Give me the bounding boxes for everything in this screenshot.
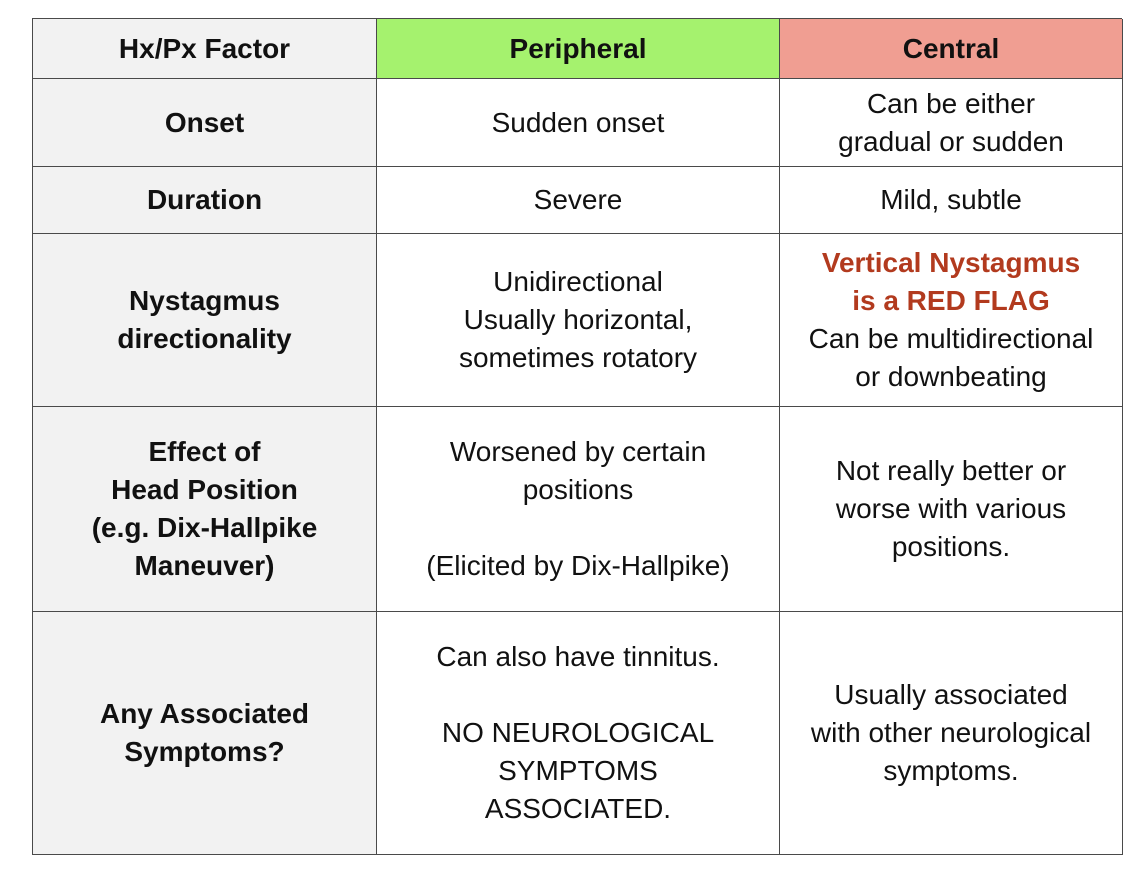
peripheral-line: positions <box>522 474 634 505</box>
peripheral-line: Worsened by certain <box>449 436 707 467</box>
central-line: worse with various <box>835 493 1067 524</box>
header-central: Central <box>780 19 1123 79</box>
factor-line: (e.g. Dix-Hallpike <box>91 512 318 543</box>
comparison-table: Hx/Px Factor Peripheral Central Onset Su… <box>32 18 1123 855</box>
central-line: symptoms. <box>883 755 1019 786</box>
central-line: with other neurological <box>810 717 1092 748</box>
central-line: Mild, subtle <box>880 184 1022 215</box>
central-line: Usually associated <box>834 679 1068 710</box>
central-line: or downbeating <box>855 361 1047 392</box>
row-onset-central: Can be either gradual or sudden <box>780 79 1123 167</box>
factor-line: Duration <box>146 184 263 215</box>
row-onset-factor: Onset <box>33 79 377 167</box>
central-line: positions. <box>891 531 1011 562</box>
row-head-position-central: Not really better or worse with various … <box>780 407 1123 612</box>
header-peripheral: Peripheral <box>377 19 780 79</box>
row-onset-peripheral: Sudden onset <box>377 79 780 167</box>
factor-line: Head Position <box>111 474 298 505</box>
row-symptoms-factor: Any Associated Symptoms? <box>33 612 377 855</box>
row-nystagmus-factor: Nystagmus directionality <box>33 234 377 407</box>
factor-line: Effect of <box>148 436 261 467</box>
central-line: Not really better or <box>835 455 1067 486</box>
peripheral-line: Can also have tinnitus. <box>436 641 720 672</box>
header-factor: Hx/Px Factor <box>33 19 377 79</box>
factor-line: Maneuver) <box>134 550 275 581</box>
red-flag-line: Vertical Nystagmus <box>821 247 1081 278</box>
factor-line: Any Associated <box>99 698 310 729</box>
header-factor-label: Hx/Px Factor <box>118 32 291 64</box>
row-symptoms-central: Usually associated with other neurologic… <box>780 612 1123 855</box>
header-peripheral-label: Peripheral <box>509 32 647 64</box>
row-head-position-peripheral: Worsened by certain positions (Elicited … <box>377 407 780 612</box>
peripheral-line: Usually horizontal, <box>463 304 693 335</box>
peripheral-note: NO NEUROLOGICAL <box>441 717 715 748</box>
row-nystagmus-central: Vertical Nystagmus is a RED FLAG Can be … <box>780 234 1123 407</box>
row-duration-central: Mild, subtle <box>780 167 1123 234</box>
red-flag-line: is a RED FLAG <box>852 285 1050 316</box>
factor-line: directionality <box>117 323 292 354</box>
factor-line: Onset <box>164 106 245 138</box>
row-duration-peripheral: Severe <box>377 167 780 234</box>
factor-line: Nystagmus <box>129 285 280 316</box>
peripheral-note: ASSOCIATED. <box>484 793 672 824</box>
central-line: Can be either <box>866 87 1036 119</box>
peripheral-line: sometimes rotatory <box>458 342 698 373</box>
peripheral-note: SYMPTOMS <box>498 755 658 786</box>
central-line: Can be multidirectional <box>808 323 1094 354</box>
factor-line: Symptoms? <box>124 736 285 767</box>
row-symptoms-peripheral: Can also have tinnitus. NO NEUROLOGICAL … <box>377 612 780 855</box>
peripheral-line: Unidirectional <box>493 266 663 297</box>
peripheral-line: Severe <box>533 184 623 215</box>
row-head-position-factor: Effect of Head Position (e.g. Dix-Hallpi… <box>33 407 377 612</box>
header-central-label: Central <box>902 32 1000 64</box>
central-line: gradual or sudden <box>838 125 1064 157</box>
row-nystagmus-peripheral: Unidirectional Usually horizontal, somet… <box>377 234 780 407</box>
peripheral-note: (Elicited by Dix-Hallpike) <box>426 550 730 581</box>
peripheral-line: Sudden onset <box>491 106 665 138</box>
row-duration-factor: Duration <box>33 167 377 234</box>
